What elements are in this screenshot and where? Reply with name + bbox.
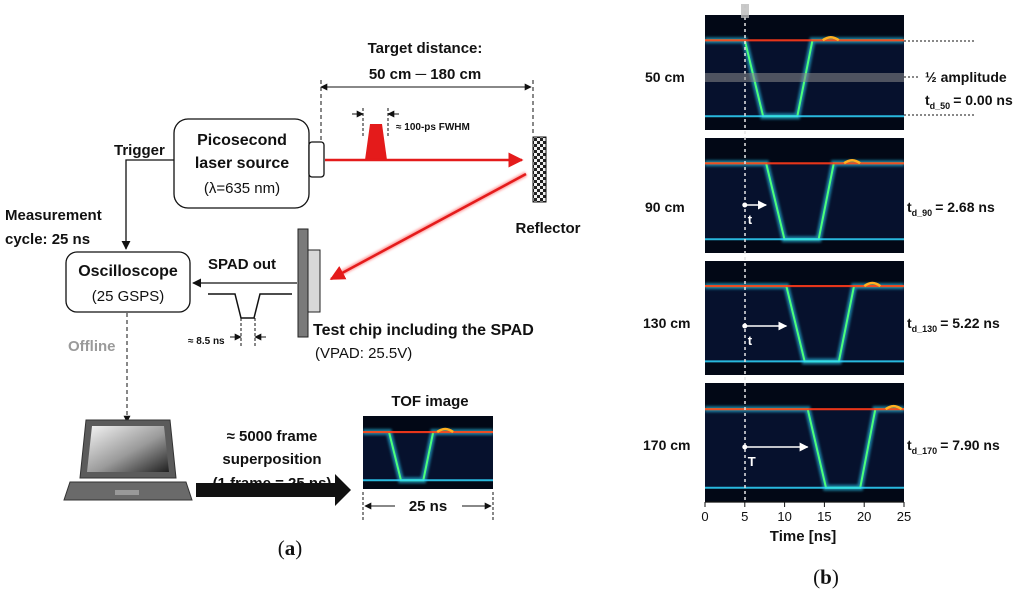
panel-a-label: (a) (278, 536, 303, 560)
x-tick-label: 20 (857, 509, 871, 524)
ringing-bump (436, 427, 454, 434)
laser-wavelength: (λ=635 nm) (204, 180, 280, 197)
target-distance-range: 50 cm ─ 180 cm (369, 66, 481, 83)
superposition-line2: superposition (222, 451, 321, 468)
delay-value-1: td_50= 0.00 ns (925, 92, 1013, 111)
oscilloscope-rate: (25 GSPS) (92, 288, 165, 305)
x-axis: 0 5 10 15 20 25 (701, 501, 911, 524)
delay-arrow-label: t (748, 212, 753, 227)
spad-pulse-width-label: ≈ 8.5 ns (188, 336, 225, 347)
tof-image (363, 416, 493, 489)
panel-b: ½ amplitude 50 cm 90 cm 130 cm 170 cm td… (643, 4, 1013, 589)
vpad-label: (VPAD: 25.5V) (315, 345, 412, 362)
reference-line-handle (741, 4, 749, 18)
spad-pulse-waveform (208, 293, 292, 319)
trigger-label: Trigger (114, 142, 165, 159)
x-axis-label: Time [ns] (770, 528, 836, 545)
delay-value-3: td_130= 5.22 ns (907, 315, 1000, 334)
laser-pulse-shape (365, 124, 387, 160)
laser-source-label-line2: laser source (195, 155, 289, 172)
x-tick-label: 15 (817, 509, 831, 524)
ringing-bump (822, 36, 840, 42)
laser-source-label-line1: Picosecond (197, 132, 287, 149)
laser-beam-return (329, 172, 527, 281)
ringing-bump (843, 159, 861, 165)
test-chip-label: Test chip including the SPAD (313, 322, 534, 339)
reflector-label: Reflector (515, 220, 580, 237)
panel-b-label: (b) (813, 565, 839, 589)
spad-out-label: SPAD out (208, 256, 276, 273)
delay-arrows: t tT (742, 200, 809, 469)
tof-heatmap (705, 15, 904, 502)
ringing-bump (884, 404, 903, 411)
row-distance-4: 170 cm (643, 437, 690, 453)
x-tick-label: 10 (777, 509, 791, 524)
delay-value-2: td_90= 2.68 ns (907, 199, 995, 218)
target-distance-title: Target distance: (368, 40, 483, 57)
laptop-icon (63, 419, 193, 501)
laser-aperture (308, 141, 325, 178)
noise-band (705, 163, 904, 240)
oscilloscope-box (65, 251, 191, 313)
tof-span-label: 25 ns (409, 498, 447, 515)
x-tick-label: 25 (897, 509, 911, 524)
superposition-arrow (196, 474, 351, 506)
oscilloscope-label: Oscilloscope (78, 263, 178, 280)
row-distance-2: 90 cm (645, 199, 685, 215)
delay-arrow-label: t (748, 333, 753, 348)
test-chip-die (307, 249, 321, 313)
tof-image-label: TOF image (391, 393, 468, 410)
half-amplitude-band (705, 73, 904, 82)
panel-a: Target distance: 50 cm ─ 180 cm ≈ 100-ps… (5, 40, 581, 560)
offline-label: Offline (68, 338, 116, 355)
x-tick-label: 5 (741, 509, 748, 524)
pulse-width-label: ≈ 100-ps FWHM (396, 122, 470, 133)
row-distance-3: 130 cm (643, 315, 690, 331)
half-amplitude-label: ½ amplitude (925, 69, 1007, 85)
ringing-bump (863, 281, 882, 288)
delay-value-4: td_170= 7.90 ns (907, 437, 1000, 456)
row-distance-1: 50 cm (645, 69, 685, 85)
delay-arrow-label: T (748, 454, 756, 469)
reflector-mirror (532, 136, 547, 203)
trigger-arrow (121, 159, 174, 250)
measurement-cycle-line2: cycle: 25 ns (5, 231, 90, 248)
test-chip-board (297, 228, 309, 338)
x-tick-label: 0 (701, 509, 708, 524)
measurement-cycle-line1: Measurement (5, 207, 102, 224)
superposition-line1: ≈ 5000 frame (227, 428, 318, 445)
